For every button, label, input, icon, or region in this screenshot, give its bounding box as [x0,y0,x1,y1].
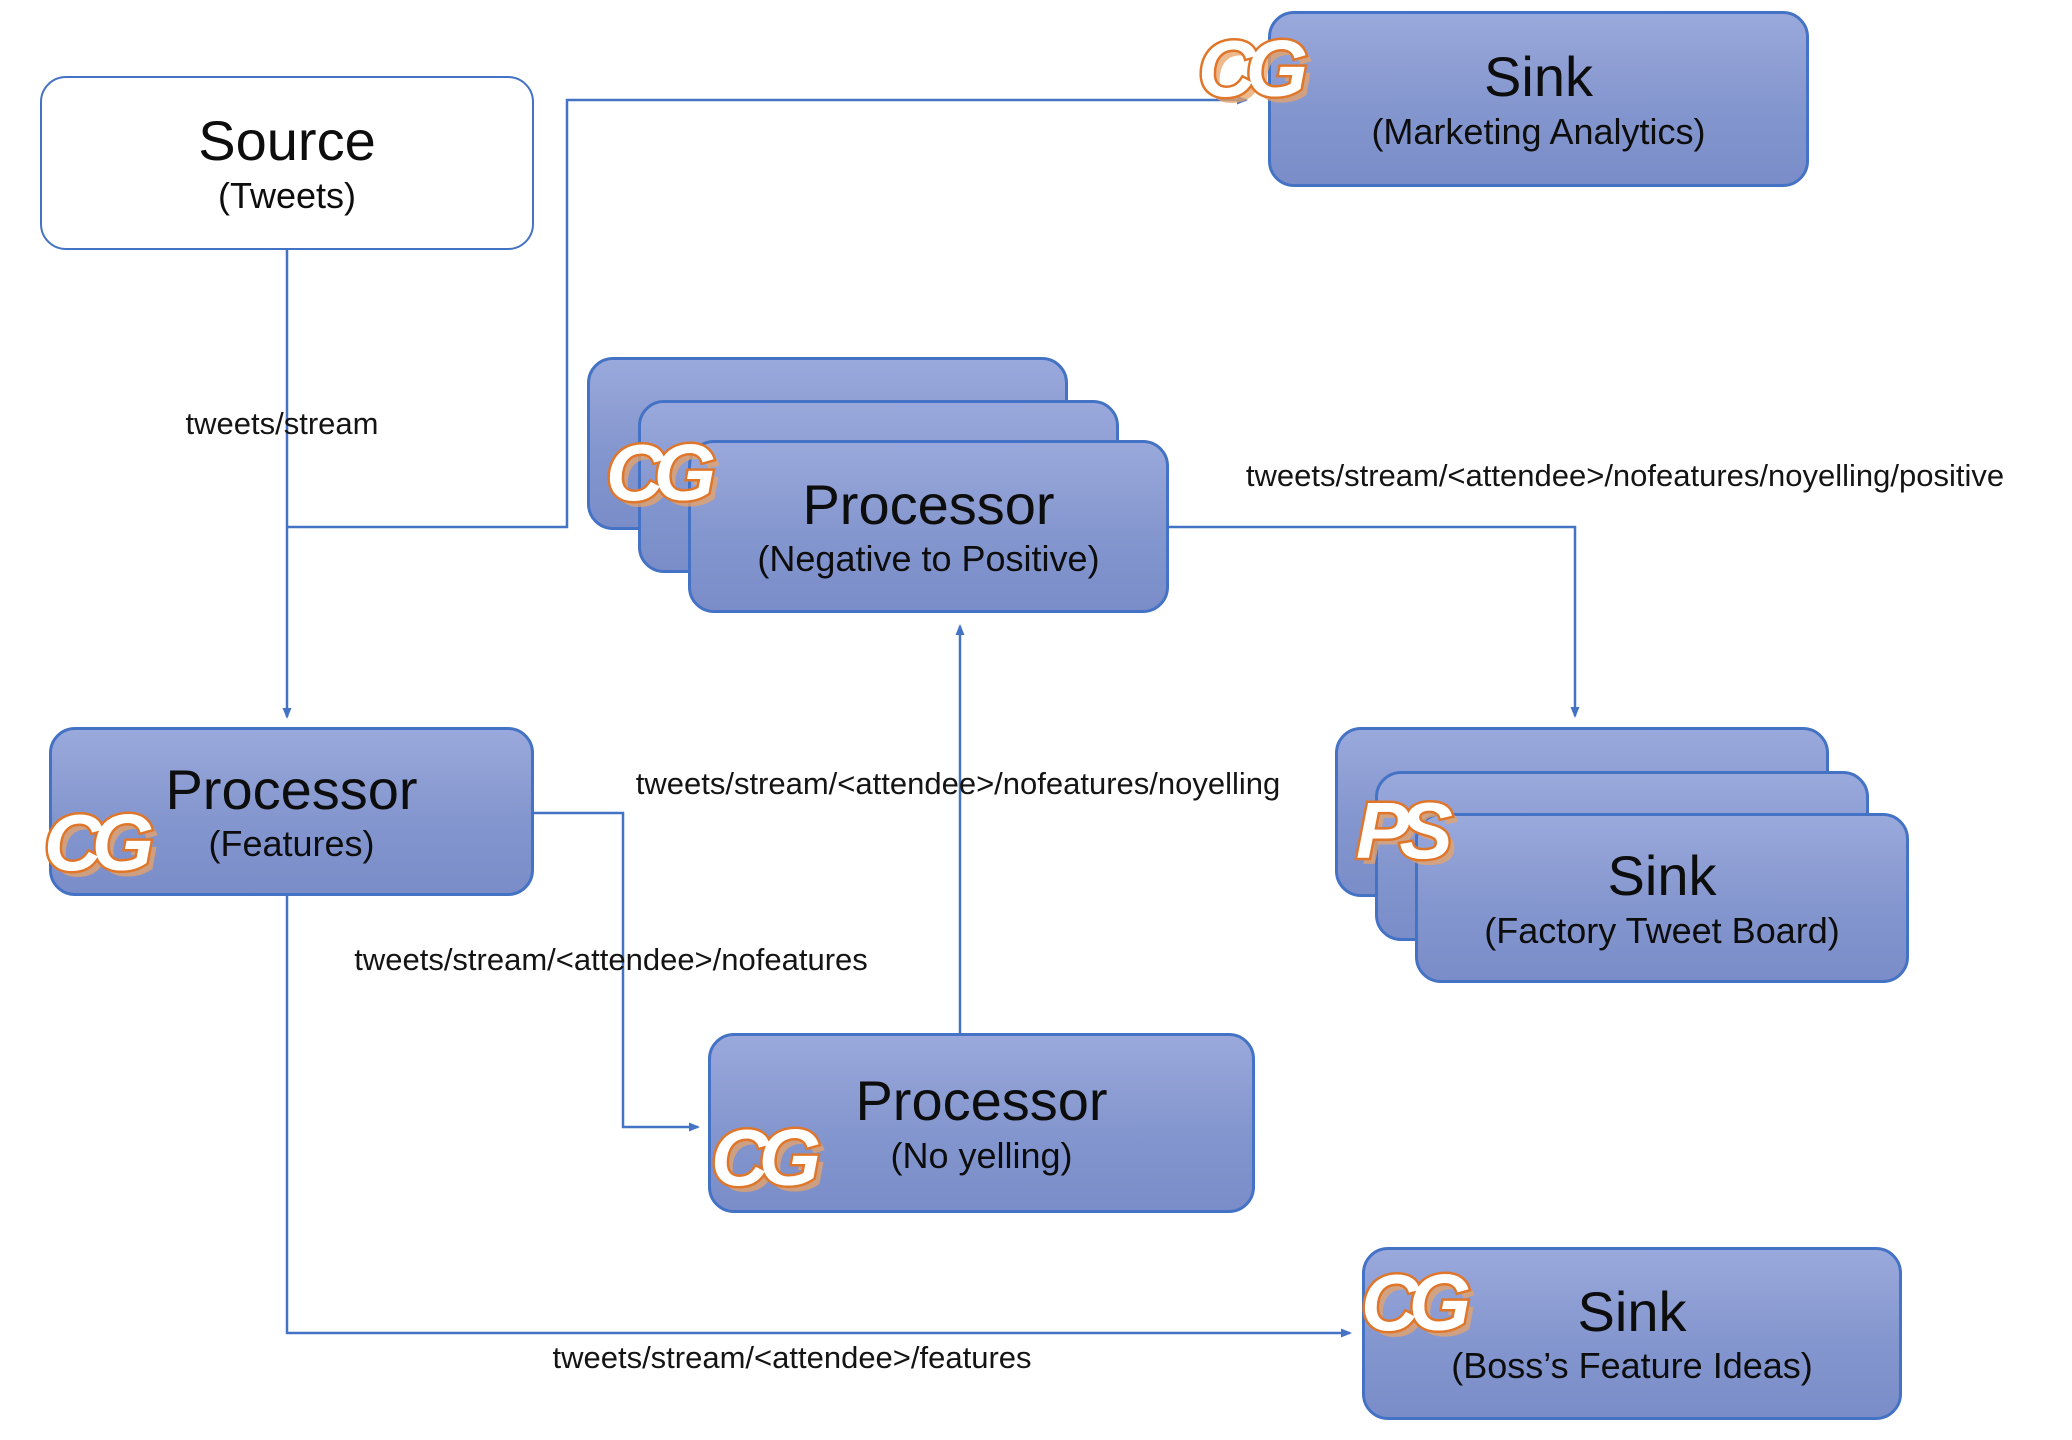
svg-text:CG: CG [717,1119,825,1208]
svg-text:CG: CG [1204,30,1312,119]
node-title: Sink [1484,45,1593,109]
edge-label-positive: tweets/stream/<attendee>/nofeatures/noye… [1245,458,2005,493]
node-processor-noyelling: Processor (No yelling) [708,1033,1255,1213]
node-subtitle: (No yelling) [890,1134,1073,1176]
cg-logo-icon: CG CG [42,796,168,894]
node-title: Processor [802,472,1055,536]
svg-text:CG: CG [606,428,714,517]
node-title: Sink [1577,1279,1687,1343]
node-sink-boss: Sink (Boss’s Feature Ideas) [1362,1247,1902,1420]
node-subtitle: (Tweets) [217,174,357,216]
node-subtitle: (Negative to Positive) [757,538,1100,580]
node-processor-features: Processor (Features) [49,727,534,896]
node-sink-factory: Sink (Factory Tweet Board) [1415,813,1909,983]
edge-features-to-noyelling [534,811,700,1132]
svg-text:CG: CG [612,434,720,523]
svg-text:CG: CG [1367,1264,1475,1353]
node-subtitle: (Boss’s Feature Ideas) [1451,1345,1813,1387]
cg-logo-icon: CG CG [1359,1256,1485,1354]
svg-text:CG: CG [711,1113,819,1202]
cg-logo-icon: CG CG [604,426,730,524]
edge-label-nofeatures: tweets/stream/<attendee>/nofeatures [354,942,868,977]
svg-text:CG: CG [1361,1258,1469,1347]
edge-label-noyelling: tweets/stream/<attendee>/nofeatures/noye… [635,766,1281,801]
svg-text:CG: CG [1198,24,1306,113]
edge-label-tweets-stream: tweets/stream [185,406,379,441]
edge-label-features: tweets/stream/<attendee>/features [552,1340,1032,1375]
node-subtitle: (Factory Tweet Board) [1484,909,1840,951]
svg-text:PS: PS [1356,786,1452,875]
node-processor-negpos: Processor (Negative to Positive) [688,440,1169,613]
node-title: Source [198,109,376,173]
svg-text:CG: CG [44,798,152,887]
node-subtitle: (Features) [208,823,375,865]
edge-negpos-to-factory [1168,525,1580,718]
node-source: Source (Tweets) [40,76,534,250]
ps-logo-icon: PS PS [1354,784,1469,882]
node-title: Sink [1607,844,1717,908]
edge-source-to-marketing [287,95,1248,529]
node-title: Processor [165,757,418,821]
svg-text:CG: CG [50,804,158,893]
node-subtitle: (Marketing Analytics) [1371,110,1706,152]
cg-logo-icon: CG CG [709,1111,835,1209]
edge-features-to-boss [285,896,1352,1338]
node-sink-marketing: Sink (Marketing Analytics) [1268,11,1809,187]
node-title: Processor [855,1069,1108,1133]
cg-logo-icon: CG CG [1196,22,1322,120]
